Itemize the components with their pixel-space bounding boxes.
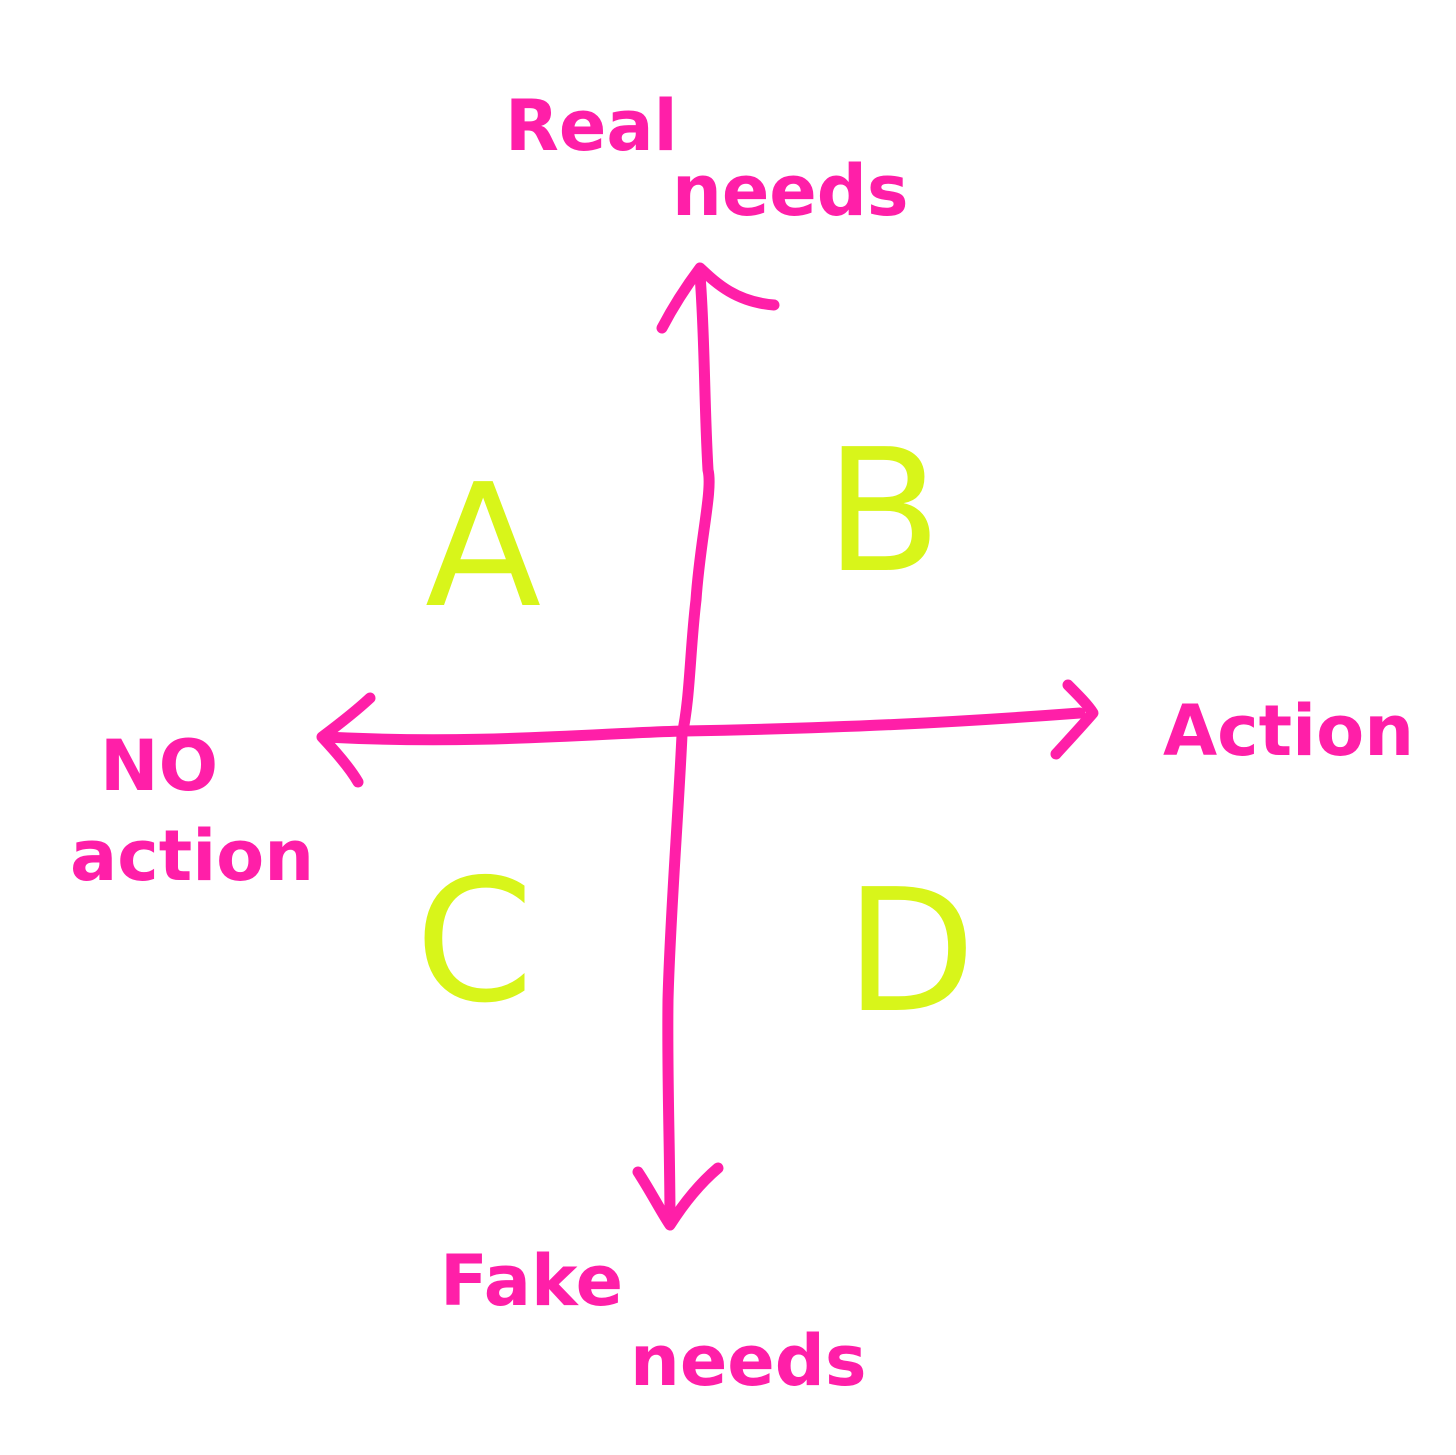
axis-label-bottom-line2: needs [630,1320,867,1402]
axis-label-top-line1: Real [505,85,678,167]
axis-label-top-line2: needs [672,150,909,232]
horizontal-axis [319,707,1086,746]
quadrant-labels: A B C D [415,413,976,1051]
quadrant-label-top-left: A [425,448,541,646]
axis-label-bottom-line1: Fake [440,1240,623,1322]
arrowhead-right-icon [1050,679,1099,760]
quadrant-label-top-right: B [825,413,942,611]
arrowhead-left-icon [316,692,376,788]
axis-label-top: Real needs [505,85,909,232]
axis-label-right-line1: Action [1163,690,1414,772]
vertical-axis [662,269,715,1228]
arrowhead-down-icon [632,1162,724,1231]
axis-label-left: NO action [70,725,314,897]
quadrant-label-bottom-right: D [845,853,976,1051]
axis-lines [316,262,1099,1231]
axis-label-left-line1: NO [100,725,218,807]
axis-label-bottom: Fake needs [440,1240,867,1402]
arrowhead-up-icon [656,262,780,334]
axis-label-right: Action [1163,690,1414,772]
axis-label-left-line2: action [70,815,314,897]
quadrant-label-bottom-left: C [415,843,534,1041]
